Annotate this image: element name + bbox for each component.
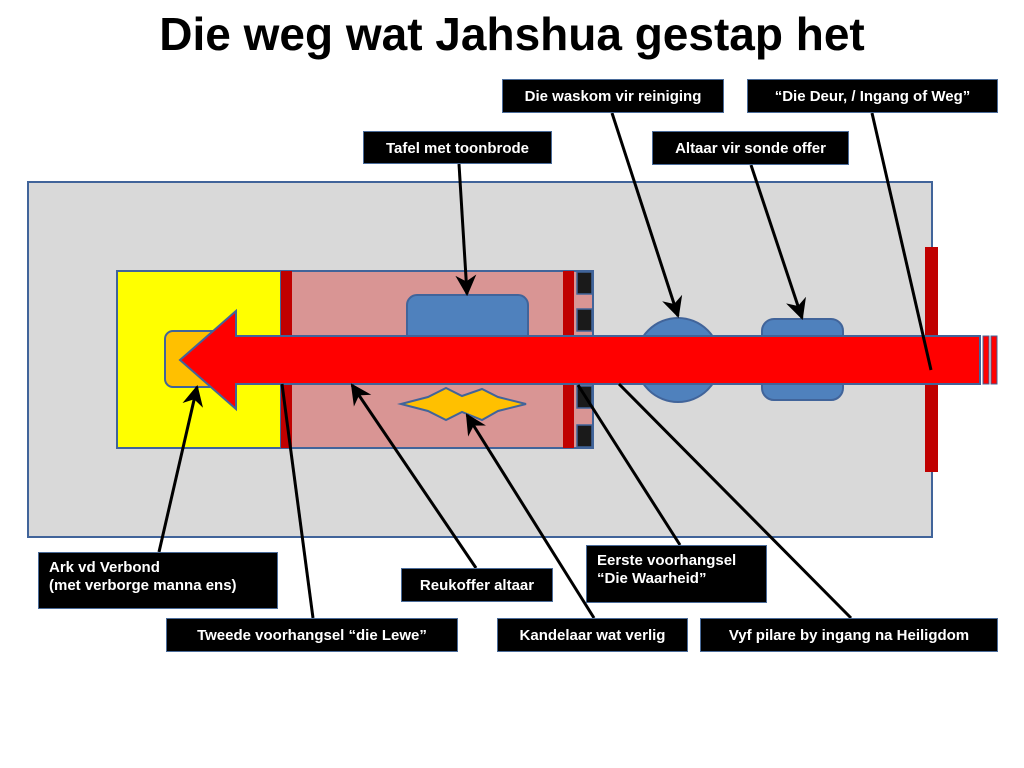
callout-eerste-line2: “Die Waarheid” — [597, 570, 707, 587]
callout-pilare-text: Vyf pilare by ingang na Heiligdom — [728, 627, 970, 644]
arrow-tail-segment — [990, 335, 998, 385]
leader-line-waskom — [610, 112, 683, 318]
pillar — [576, 271, 593, 295]
callout-waskom-text: Die waskom vir reiniging — [524, 88, 702, 105]
the-way-arrow — [178, 308, 981, 412]
callout-eerste: Eerste voorhangsel “Die Waarheid” — [586, 545, 767, 603]
callout-tafel: Tafel met toonbrode — [363, 131, 552, 164]
pillar — [576, 308, 593, 332]
leader-line-deur — [870, 112, 933, 371]
callout-eerste-line1: Eerste voorhangsel — [597, 552, 737, 569]
callout-reukoffer-text: Reukoffer altaar — [419, 577, 535, 594]
lampstand — [397, 386, 527, 422]
leader-line-tafel — [455, 163, 477, 297]
leader-line-kandelaar — [465, 413, 596, 619]
callout-altaar-sonde: Altaar vir sonde offer — [652, 131, 849, 165]
callout-waskom: Die waskom vir reiniging — [502, 79, 724, 113]
callout-ark-line2: (met verborge manna ens) — [49, 577, 237, 594]
pillar — [576, 424, 593, 448]
callout-ark-line1: Ark vd Verbond — [49, 559, 160, 576]
callout-reukoffer: Reukoffer altaar — [401, 568, 553, 602]
callout-tafel-text: Tafel met toonbrode — [385, 140, 530, 157]
callout-deur: “Die Deur, / Ingang of Weg” — [747, 79, 998, 113]
leader-line-tweede — [280, 383, 315, 619]
callout-tweede-text: Tweede voorhangsel “die Lewe” — [197, 627, 427, 644]
leader-line-pilare — [617, 382, 853, 620]
callout-deur-text: “Die Deur, / Ingang of Weg” — [774, 88, 971, 105]
callout-kandelaar-text: Kandelaar wat verlig — [519, 627, 666, 644]
leader-line-eerste — [576, 384, 682, 546]
leader-line-altaar — [749, 164, 806, 320]
callout-kandelaar: Kandelaar wat verlig — [497, 618, 688, 652]
callout-pilare: Vyf pilare by ingang na Heiligdom — [700, 618, 998, 652]
arrow-tail-segment — [982, 335, 990, 385]
callout-ark: Ark vd Verbond (met verborge manna ens) — [38, 552, 278, 609]
slide-title: Die weg wat Jahshua gestap het — [159, 8, 865, 60]
leader-line-ark — [157, 384, 203, 553]
leader-line-reukoffer — [350, 383, 478, 569]
callout-tweede: Tweede voorhangsel “die Lewe” — [166, 618, 458, 652]
callout-altaar-sonde-text: Altaar vir sonde offer — [675, 140, 826, 157]
